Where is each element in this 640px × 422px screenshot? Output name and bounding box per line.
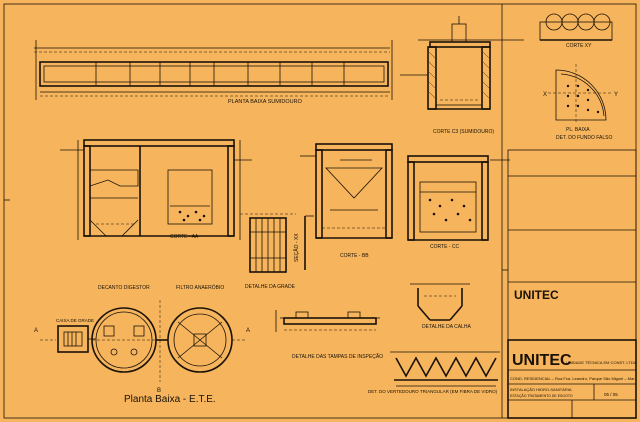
project-name: COND. RESIDENCIAL – Rua Fca. Leandro, Pa… xyxy=(510,376,635,381)
corte-cc: CORTE - CC xyxy=(407,155,510,250)
corte-c3-sumidouro: CORTE C3 (SUMIDOURO) xyxy=(400,16,524,135)
corte-xy-title: CORTE XY xyxy=(566,43,592,49)
corte-cc-title: CORTE - CC xyxy=(430,244,459,250)
detalhe-calha: DETALHE DA CALHA xyxy=(410,283,471,330)
det-fundo-falso-title: DET. DO FUNDO FALSO xyxy=(556,135,613,141)
logo-main: UNITEC xyxy=(512,352,572,369)
corte-xy: CORTE XY xyxy=(539,13,613,49)
logo-top: UNITEC xyxy=(514,288,559,302)
planta-ete: DECANTO DIGESTOR FILTRO ANAERÓBIO CAIXA … xyxy=(34,284,250,405)
corte-bb-title: CORTE - BB xyxy=(340,253,369,259)
decanto-digestor-label: DECANTO DIGESTOR xyxy=(98,285,150,291)
title-block: UNITEC UNITEC UNIDADE TÉCNICA EM CONST. … xyxy=(501,4,637,419)
detalhe-calha-title: DETALHE DA CALHA xyxy=(422,324,471,330)
axis-y-label: Y xyxy=(614,92,618,98)
subject-name: ESTAÇÃO TRATAMENTO DE ESGOTO xyxy=(510,393,573,398)
secao-xx-title: SEÇÃO - XX xyxy=(293,233,300,262)
section-b-bottom: B xyxy=(157,388,161,394)
detalhe-tampas: DETALHE DAS TAMPAS DE INSPEÇÃO xyxy=(275,310,383,360)
corte-aa-title: CORTE - AA xyxy=(170,234,199,240)
axis-x-label: X xyxy=(543,92,547,98)
company-name: UNIDADE TÉCNICA EM CONST. LTDA. xyxy=(566,360,637,365)
section-a-right: A xyxy=(246,328,250,334)
det-vertedouro: DET. DO VERTEDOURO TRIANGULAR (EM FIBRA … xyxy=(368,351,500,394)
corte-bb: CORTE - BB xyxy=(300,143,393,259)
caixa-grade-label: CAIXA DE GRADE xyxy=(56,318,94,323)
det-fundo-falso: X Y PL. BAIXA DET. DO FUNDO FALSO xyxy=(543,64,618,141)
planta-baixa-sumidouro: PLANTA BAIXA SUMIDOURO xyxy=(34,40,393,105)
planta-sumidouro-title: PLANTA BAIXA SUMIDOURO xyxy=(228,99,303,105)
detalhe-tampas-title: DETALHE DAS TAMPAS DE INSPEÇÃO xyxy=(292,353,383,360)
filtro-anaerobio-label: FILTRO ANAERÓBIO xyxy=(176,284,224,291)
detalhe-grade: DETALHE DA GRADE SEÇÃO - XX xyxy=(240,213,314,290)
section-a-left: A xyxy=(34,328,38,334)
planta-ete-title: Planta Baixa - E.T.E. xyxy=(124,394,216,405)
sheet-number: 05 / 05 xyxy=(604,392,618,397)
pl-baixa-title: PL. BAIXA xyxy=(566,127,590,133)
corte-aa: CORTE - AA xyxy=(60,139,252,240)
detalhe-grade-title: DETALHE DA GRADE xyxy=(245,284,296,290)
discipline-name: INSTALAÇÃO HIDRO-SANITÁRIA xyxy=(510,387,572,392)
det-vertedouro-title: DET. DO VERTEDOURO TRIANGULAR (EM FIBRA … xyxy=(368,389,498,394)
corte-c3-title: CORTE C3 (SUMIDOURO) xyxy=(433,129,494,135)
